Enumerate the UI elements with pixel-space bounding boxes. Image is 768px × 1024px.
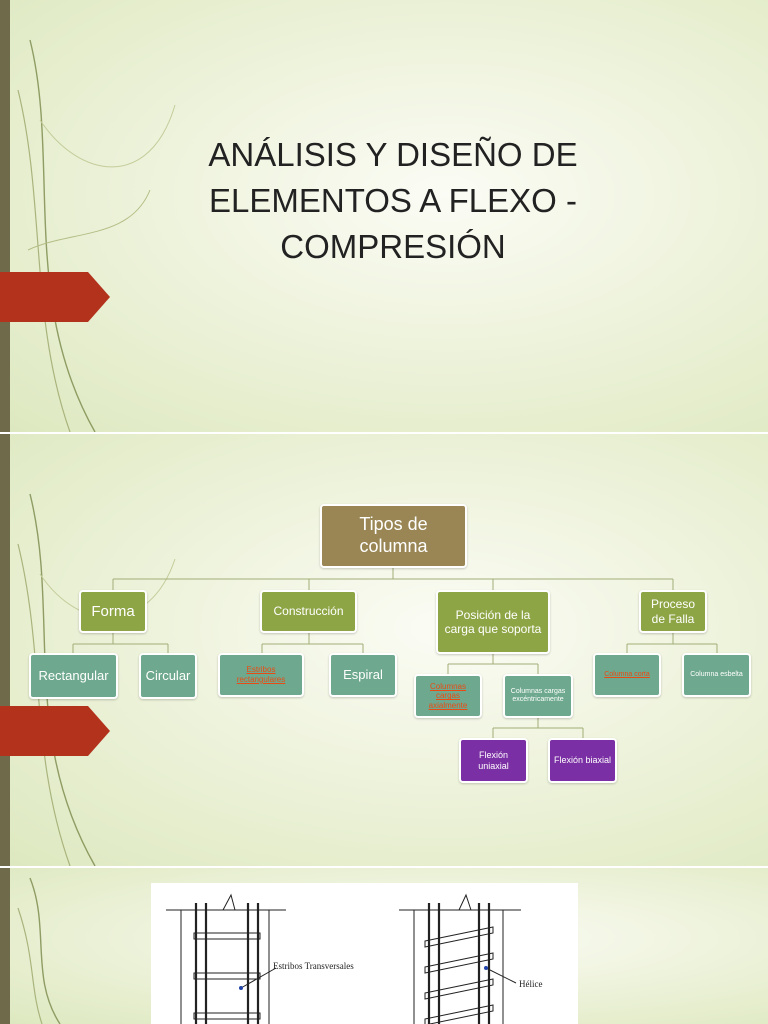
node-proceso-falla: Proceso de Falla	[639, 590, 707, 633]
pointer-dot-icon	[484, 966, 488, 970]
node-columnas-axiales[interactable]: Columnas cargas axialmente	[414, 674, 482, 718]
node-columna-corta[interactable]: Columna corta	[593, 653, 661, 697]
title-line-3: COMPRESIÓN	[280, 228, 506, 265]
decorative-arrow	[0, 706, 110, 756]
column-reinforcement-figure: Estribos Transversales Hélice	[151, 883, 578, 1024]
decorative-arrow	[0, 272, 110, 322]
title-line-2: ELEMENTOS A FLEXO -	[208, 182, 577, 219]
node-flexion-biaxial: Flexión biaxial	[548, 738, 617, 783]
column-drawings: Estribos Transversales Hélice	[166, 893, 542, 1024]
label-estribos-transversales: Estribos Transversales	[273, 961, 354, 971]
node-columnas-excentricas: Columnas cargas excéntricamente	[503, 674, 573, 718]
link-columnas-axiales[interactable]: Columnas cargas axialmente	[428, 681, 468, 710]
slide-left-edge	[0, 434, 10, 866]
title-slide: ANÁLISIS Y DISEÑO DE ELEMENTOS A FLEXO -…	[0, 0, 768, 432]
node-posicion-carga: Posición de la carga que soporta	[436, 590, 550, 654]
slide-separator	[0, 432, 768, 434]
slide-left-edge	[0, 868, 10, 1024]
link-estribos-rectangulares[interactable]: Estribos rectangulares	[236, 665, 286, 684]
node-flexion-uniaxial: Flexión uniaxial	[459, 738, 528, 783]
slide-title: ANÁLISIS Y DISEÑO DE ELEMENTOS A FLEXO -…	[150, 132, 636, 270]
node-columna-esbelta: Columna esbelta	[682, 653, 751, 697]
slide-separator	[0, 866, 768, 868]
column-drawing-slide: Estribos Transversales Hélice	[0, 868, 768, 1024]
slide-left-edge	[0, 0, 10, 432]
org-chart-slide: Tipos de columna Forma Construcción Posi…	[0, 434, 768, 866]
node-circular: Circular	[139, 653, 197, 699]
node-rectangular: Rectangular	[29, 653, 118, 699]
title-line-1: ANÁLISIS Y DISEÑO DE	[208, 136, 578, 173]
link-columna-corta[interactable]: Columna corta	[604, 670, 650, 678]
node-espiral: Espiral	[329, 653, 397, 697]
pointer-dot-icon	[239, 986, 243, 990]
decorative-swirl	[17, 39, 176, 432]
node-construccion: Construcción	[260, 590, 357, 633]
node-forma: Forma	[79, 590, 147, 633]
label-helice: Hélice	[519, 979, 542, 989]
decorative-swirl	[17, 877, 61, 1024]
chart-connectors	[72, 568, 718, 738]
node-tipos-de-columna: Tipos de columna	[320, 504, 467, 568]
node-estribos-rectangulares[interactable]: Estribos rectangulares	[218, 653, 304, 697]
